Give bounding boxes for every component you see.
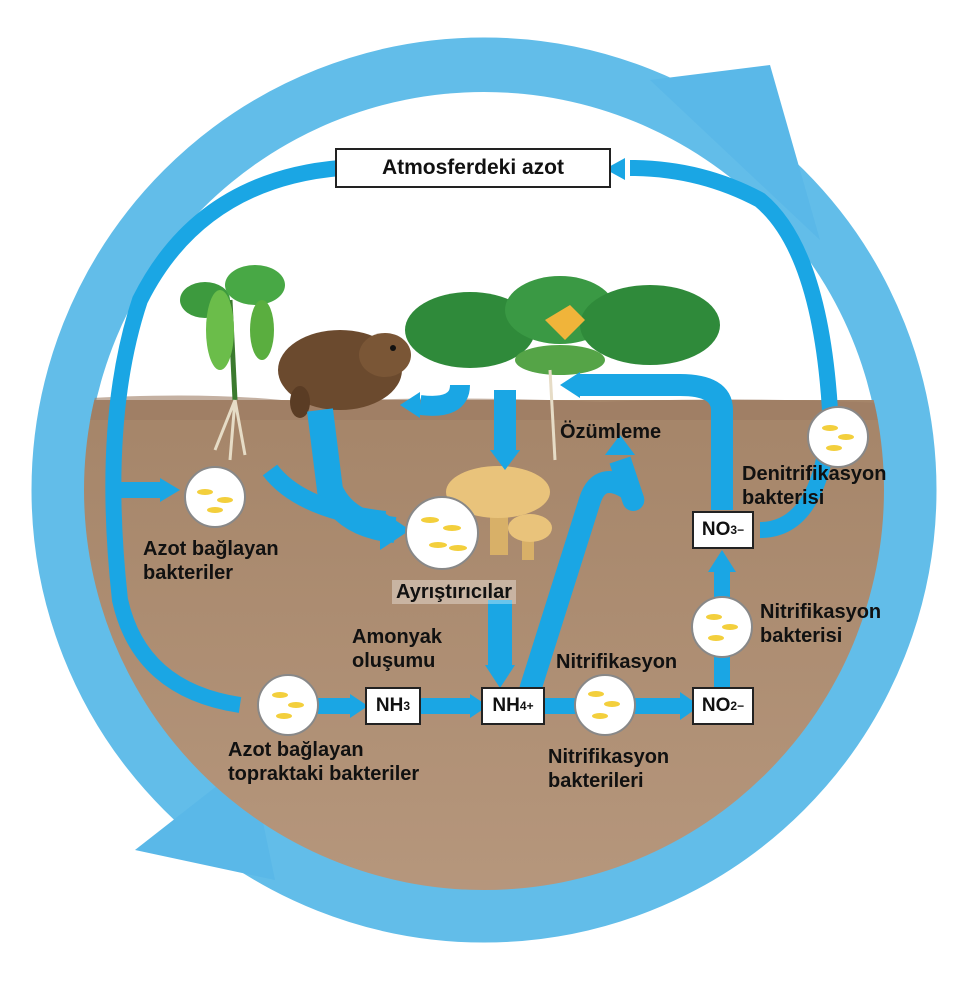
no3-sub: 3 (730, 523, 738, 537)
bacteria-circle-nitrifikasyon-bakterisi (691, 596, 753, 658)
label-nitrifikasyon-bakterisi-line2: bakterisi (760, 625, 843, 647)
no3-base: NO (701, 519, 731, 540)
label-denitrifikasyon-line2: bakterisi (742, 487, 825, 509)
flow-arrowheads (160, 158, 736, 720)
no3-sup: − (737, 523, 745, 537)
arrow-nh4-to-plant (519, 456, 645, 694)
arrow-plant-left-to-decomposers (262, 464, 387, 529)
label-azot-baglayan-bakteriler: Azot bağlayan bakteriler (143, 537, 279, 585)
ring-arrowhead-top-right (650, 65, 820, 240)
label-nitrifikasyon-bakterileri-line1: Nitrifikasyon (548, 746, 670, 768)
arrow-no3-to-plant (580, 374, 733, 510)
no2-sub: 2 (730, 699, 738, 713)
label-nitrifikasyon-bakterileri-line2: bakterileri (548, 770, 644, 792)
arrow-denitrification-up (629, 160, 838, 411)
bacteria-circles (184, 406, 869, 736)
bacteria-circle-nitrifikasyon-bakterileri (574, 674, 636, 736)
label-denitrifikasyon-line1: Denitrifikasyon (742, 463, 887, 485)
label-topraktaki-line1: Azot bağlayan (228, 739, 364, 761)
bacteria-circle-denitrifikasyon (807, 406, 869, 468)
nh3-base: NH (375, 695, 404, 716)
label-ayristiricilar: Ayrıştırıcılar (392, 580, 516, 604)
bacteria-circle-ayristirici (405, 496, 479, 570)
pea-plant-icon (180, 265, 285, 461)
mushroom-decomposers-icon (446, 466, 552, 560)
label-azot-baglayan-line2: bakteriler (143, 562, 234, 584)
label-amonyak-line2: oluşumu (352, 650, 436, 672)
atmospheric-nitrogen-label: Atmosferdeki azot (381, 156, 565, 179)
atmospheric-nitrogen-box: Atmosferdeki azot (335, 148, 611, 188)
label-ozumleme: Özümleme (560, 420, 661, 444)
arrow-plant-to-animal (418, 383, 470, 416)
bacteria-circle-azot-baglayan (184, 466, 246, 528)
label-azot-baglayan-line1: Azot bağlayan (143, 538, 279, 560)
label-denitrifikasyon-bakterisi: Denitrifikasyon bakterisi (742, 462, 886, 510)
nh4-sub: 4 (519, 699, 527, 713)
bacteria-circle-topraktaki (257, 674, 319, 736)
label-amonyak-line1: Amonyak (352, 626, 443, 648)
nh4-sup: + (526, 699, 534, 713)
no2-base: NO (701, 695, 731, 716)
label-topraktaki-line2: topraktaki bakteriler (228, 763, 420, 785)
label-amonyak-olusumu: Amonyak oluşumu (352, 625, 442, 673)
label-nitrifikasyon-text: Nitrifikasyon (556, 651, 678, 673)
label-nitrifikasyon: Nitrifikasyon (556, 650, 677, 674)
no2-sup: − (737, 699, 745, 713)
label-topraktaki-bakteriler: Azot bağlayan topraktaki bakteriler (228, 738, 419, 786)
nh3-sub: 3 (403, 699, 411, 713)
label-ozumleme-text: Özümleme (560, 421, 662, 443)
squash-plant-icon (405, 276, 720, 461)
arrow-atmosphere-to-left (105, 160, 341, 713)
label-nitrifikasyon-bakterisi: Nitrifikasyon bakterisi (760, 600, 881, 648)
label-nitrifikasyon-bakterisi-line1: Nitrifikasyon (760, 601, 882, 623)
groundhog-icon (278, 330, 411, 418)
nh4-base: NH (492, 695, 520, 716)
label-nitrifikasyon-bakterileri: Nitrifikasyon bakterileri (548, 745, 669, 793)
label-ayristiricilar-text: Ayrıştırıcılar (396, 581, 512, 603)
